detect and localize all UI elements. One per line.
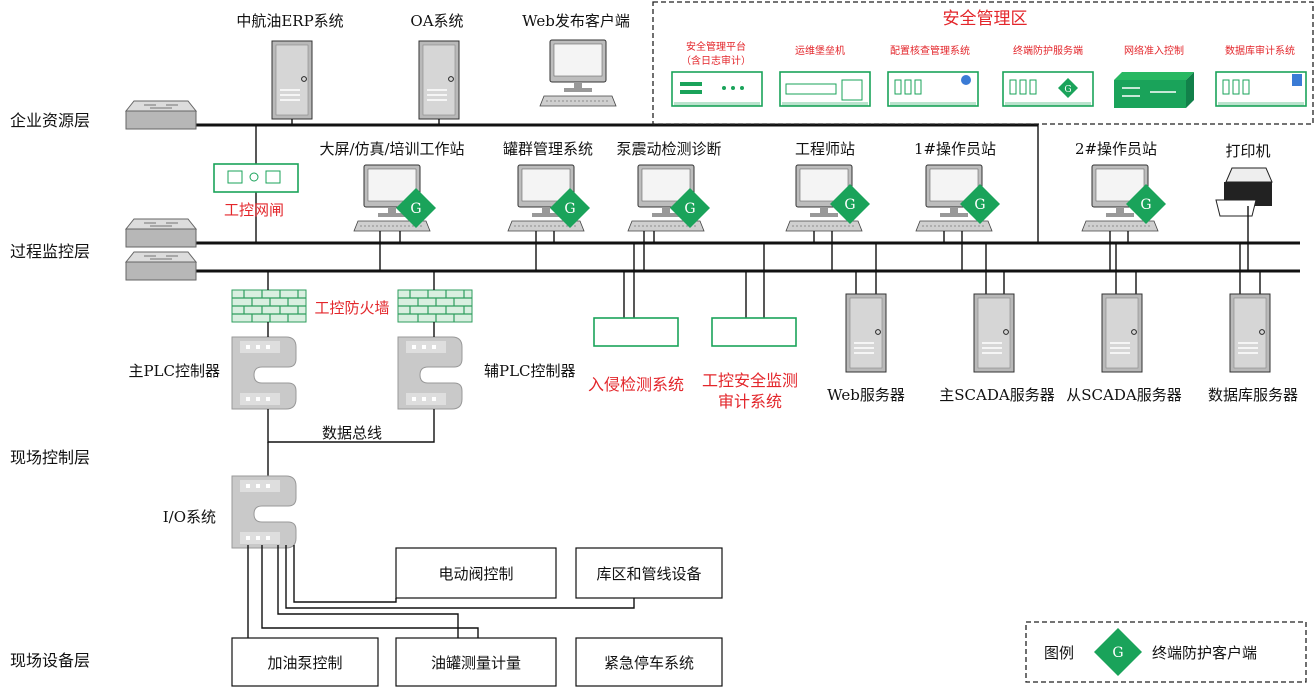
svg-text:Web发布客户端: Web发布客户端: [522, 12, 630, 30]
layer-field-control-label: 现场控制层: [10, 448, 90, 467]
svg-text:大屏/仿真/培训工作站: 大屏/仿真/培训工作站: [319, 140, 464, 158]
printer: 打印机: [1215, 142, 1273, 217]
audit-label-line1: 工控安全监测: [702, 371, 798, 390]
svg-text:油罐测量计量: 油罐测量计量: [431, 654, 521, 672]
layer-field-device-label: 现场设备层: [10, 651, 90, 670]
gateway-icon: [213, 163, 299, 193]
svg-text:运维堡垒机: 运维堡垒机: [795, 44, 845, 57]
oa-system: OA系统: [410, 12, 464, 120]
security-device-config-check: 配置核查管理系统: [887, 44, 979, 107]
svg-text:打印机: 打印机: [1225, 142, 1270, 160]
web-client: Web发布客户端: [522, 12, 630, 107]
field-box-pump: 加油泵控制: [231, 637, 379, 687]
svg-text:OA系统: OA系统: [410, 12, 463, 30]
legend-label: 终端防护客户端: [1152, 644, 1257, 662]
security-device-nac: 网络准入控制: [1114, 44, 1194, 108]
erp-system: 中航油ERP系统: [236, 12, 344, 120]
scada-main-icon: [973, 293, 1015, 373]
field-box-tank: 油罐测量计量: [395, 637, 557, 687]
field-box-pipeline: 库区和管线设备: [575, 547, 723, 599]
field-box-valve: 电动阀控制: [395, 547, 557, 599]
main-plc-label: 主PLC控制器: [128, 362, 220, 380]
aux-plc-icon: [397, 336, 463, 410]
ws-op2: 2#操作员站: [1075, 140, 1166, 232]
process-switch-icon-a: [125, 218, 197, 248]
ws-pump: 泵震动检测诊断: [616, 140, 722, 232]
legend-g-badge-icon: [1094, 628, 1142, 676]
oa-server-icon: [418, 40, 460, 120]
svg-text:罐群管理系统: 罐群管理系统: [503, 140, 593, 158]
db-server-label: 数据库服务器: [1208, 386, 1298, 404]
security-zone-title: 安全管理区: [943, 9, 1028, 29]
svg-text:加油泵控制: 加油泵控制: [267, 654, 342, 672]
scada-backup-label: 从SCADA服务器: [1066, 386, 1181, 404]
svg-text:库区和管线设备: 库区和管线设备: [596, 565, 701, 583]
svg-text:工程师站: 工程师站: [795, 140, 855, 158]
security-device-platform: 安全管理平台 （含日志审计）: [671, 40, 763, 107]
svg-text:泵震动检测诊断: 泵震动检测诊断: [616, 140, 721, 158]
firewall-label: 工控防火墙: [314, 299, 389, 317]
ws-tank: 罐群管理系统: [503, 140, 593, 232]
audit-label-line2: 审计系统: [718, 392, 782, 411]
web-client-monitor-icon: [539, 39, 617, 107]
ws-screen: 大屏/仿真/培训工作站: [319, 140, 465, 232]
firewall-main-icon: [231, 289, 307, 323]
legend-badge-letter: G: [1112, 645, 1123, 661]
data-bus-label: 数据总线: [322, 424, 382, 442]
legend: 图例 G 终端防护客户端: [1025, 621, 1307, 683]
io-system-icon: [231, 475, 297, 549]
aux-plc-label: 辅PLC控制器: [484, 362, 576, 380]
web-server-label: Web服务器: [827, 386, 905, 404]
process-switch-icon-b: [125, 251, 197, 281]
svg-text:紧急停车系统: 紧急停车系统: [604, 654, 694, 672]
gear-icon: [961, 75, 971, 85]
svg-text:终端防护服务端: 终端防护服务端: [1013, 44, 1083, 57]
field-box-emergency: 紧急停车系统: [575, 637, 723, 687]
security-device-bastion: 运维堡垒机: [779, 44, 871, 107]
layer-process-label: 过程监控层: [10, 242, 90, 261]
firewall-aux-icon: [397, 289, 473, 323]
svg-text:网络准入控制: 网络准入控制: [1124, 44, 1184, 57]
svg-text:2#操作员站: 2#操作员站: [1075, 140, 1157, 158]
ids-label: 入侵检测系统: [588, 375, 684, 394]
erp-server-icon: [271, 40, 313, 120]
ws-engineer: 工程师站: [785, 140, 870, 232]
legend-title: 图例: [1044, 644, 1074, 662]
bastion-appliance-icon: [779, 71, 871, 107]
svg-text:安全管理平台: 安全管理平台: [686, 40, 746, 53]
database-icon: [1292, 74, 1302, 86]
layer-enterprise-label: 企业资源层: [10, 111, 90, 130]
enterprise-switch-icon: [125, 100, 197, 130]
svg-text:配置核查管理系统: 配置核查管理系统: [890, 44, 970, 57]
db-server-icon: [1229, 293, 1271, 373]
io-system-label: I/O系统: [163, 508, 216, 526]
ids-icon: [593, 317, 679, 347]
security-zone: [652, 1, 1314, 125]
main-plc-icon: [231, 336, 297, 410]
security-device-db-audit: 数据库审计系统: [1215, 44, 1307, 107]
svg-text:电动阀控制: 电动阀控制: [438, 565, 513, 583]
svg-text:1#操作员站: 1#操作员站: [914, 140, 996, 158]
svg-text:（含日志审计）: （含日志审计）: [681, 54, 751, 67]
audit-icon: [711, 317, 797, 347]
printer-icon: [1215, 167, 1273, 217]
security-device-endpoint-server: 终端防护服务端 G: [1002, 44, 1094, 107]
ws-op1: 1#操作员站: [914, 140, 1000, 232]
scada-backup-icon: [1101, 293, 1143, 373]
svg-text:数据库审计系统: 数据库审计系统: [1225, 44, 1295, 57]
gateway-label: 工控网闸: [224, 201, 284, 219]
platform-appliance-icon: [671, 71, 763, 107]
svg-text:中航油ERP系统: 中航油ERP系统: [236, 12, 343, 30]
scada-main-label: 主SCADA服务器: [939, 386, 1054, 404]
svg-text:G: G: [1064, 85, 1071, 95]
web-server-icon: [845, 293, 887, 373]
nac-appliance-icon: [1114, 80, 1186, 108]
